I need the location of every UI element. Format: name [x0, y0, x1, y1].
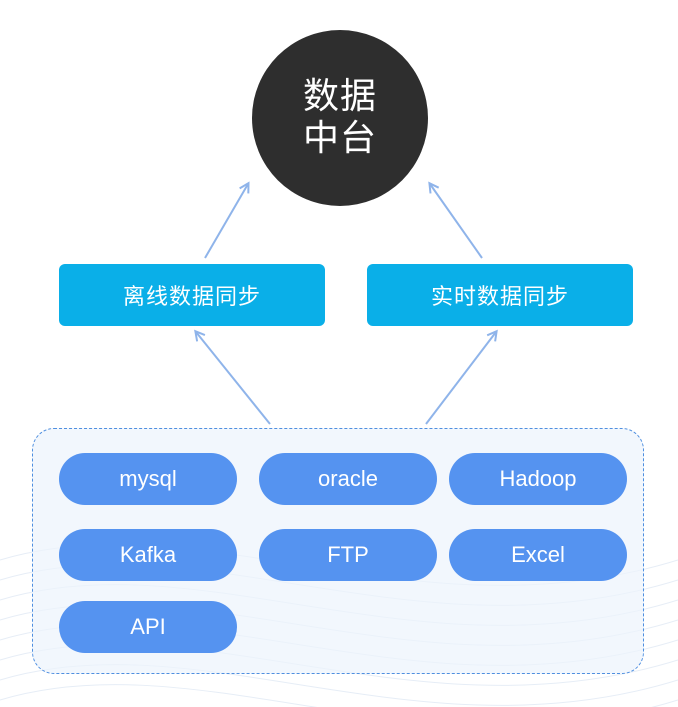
source-api: API	[59, 601, 237, 653]
source-excel: Excel	[449, 529, 627, 581]
realtime-sync-box: 实时数据同步	[367, 264, 633, 326]
source-oracle: oracle	[259, 453, 437, 505]
arrow-realtime-to-hub	[430, 184, 483, 259]
arrow-sources-to-offline	[196, 332, 271, 425]
source-hadoop: Hadoop	[449, 453, 627, 505]
source-mysql: mysql	[59, 453, 237, 505]
arrow-sources-to-realtime	[425, 332, 496, 425]
arrow-offline-to-hub	[204, 184, 248, 259]
source-kafka: Kafka	[59, 529, 237, 581]
realtime-sync-label: 实时数据同步	[430, 285, 569, 310]
source-ftp: FTP	[259, 529, 437, 581]
data-middle-platform-hub: 数据 中台	[252, 30, 428, 206]
hub-label-line1: 数据	[302, 76, 377, 117]
data-sources-panel: mysql oracle Hadoop Kafka FTP Excel API	[32, 428, 644, 674]
hub-label-line2: 中台	[302, 118, 377, 159]
offline-sync-box: 离线数据同步	[59, 264, 325, 326]
offline-sync-label: 离线数据同步	[122, 285, 261, 310]
